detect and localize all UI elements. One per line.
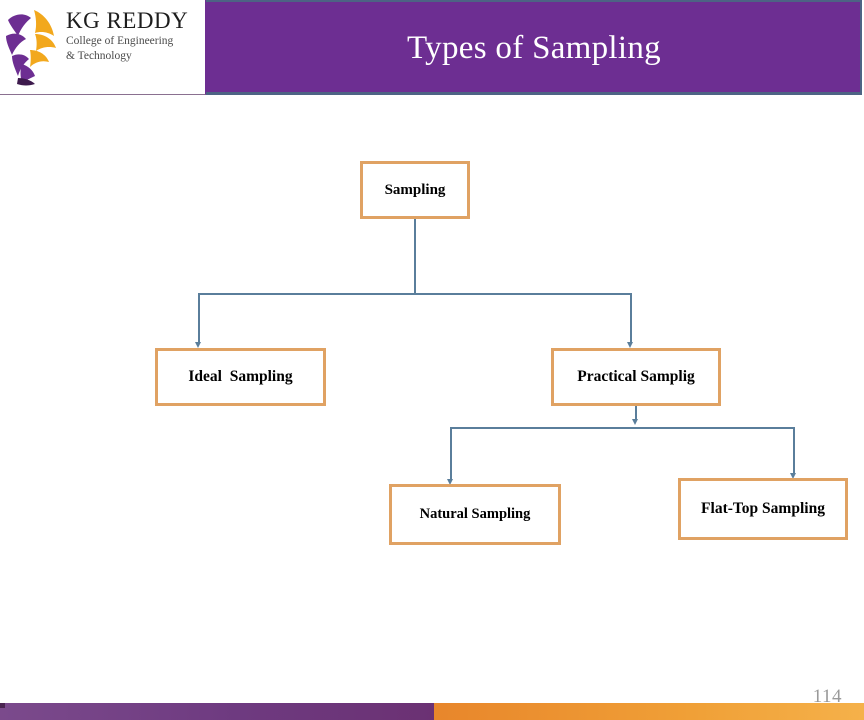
footer-bar bbox=[0, 703, 864, 720]
edge-practical-stem bbox=[635, 406, 637, 420]
node-ideal-sampling: Ideal Sampling bbox=[155, 348, 326, 406]
logo-institution-name: KG REDDY bbox=[66, 8, 189, 33]
page-number: 114 bbox=[812, 686, 842, 707]
arrowhead-flattop-icon bbox=[790, 473, 796, 479]
node-sampling: Sampling bbox=[360, 161, 470, 219]
institution-logo: KG REDDY College of Engineering & Techno… bbox=[0, 0, 206, 95]
edge-sampling-to-ideal bbox=[198, 293, 200, 343]
edge-sampling-to-practical bbox=[630, 293, 632, 343]
logo-subtitle-line2: & Technology bbox=[66, 50, 132, 62]
footer-bar-orange-segment bbox=[434, 703, 864, 720]
footer-bar-purple-segment bbox=[0, 703, 434, 720]
node-flat-top-sampling: Flat-Top Sampling bbox=[678, 478, 848, 540]
edge-practical-to-natural bbox=[450, 427, 452, 481]
edge-sampling-bus bbox=[198, 293, 631, 295]
arrowhead-practical-stem-icon bbox=[632, 419, 638, 425]
slide-header: Types of Sampling KG REDDY College of En… bbox=[0, 0, 864, 98]
page-title: Types of Sampling bbox=[407, 30, 661, 66]
footer-corner-notch bbox=[0, 703, 5, 708]
node-natural-sampling: Natural Sampling bbox=[389, 484, 561, 545]
logo-subtitle-line1: College of Engineering bbox=[66, 35, 174, 47]
arrowhead-natural-icon bbox=[447, 479, 453, 485]
node-practical-sampling: Practical Samplig bbox=[551, 348, 721, 406]
arrowhead-ideal-icon bbox=[195, 342, 201, 348]
sampling-tree-diagram: Sampling Ideal Sampling Practical Sampli… bbox=[0, 98, 864, 698]
eagle-logo-icon bbox=[4, 6, 66, 88]
edge-practical-to-flattop bbox=[793, 427, 795, 475]
edge-sampling-stem bbox=[414, 219, 416, 294]
arrowhead-practical-icon bbox=[627, 342, 633, 348]
edge-practical-bus bbox=[450, 427, 794, 429]
logo-text: KG REDDY College of Engineering & Techno… bbox=[66, 8, 204, 64]
